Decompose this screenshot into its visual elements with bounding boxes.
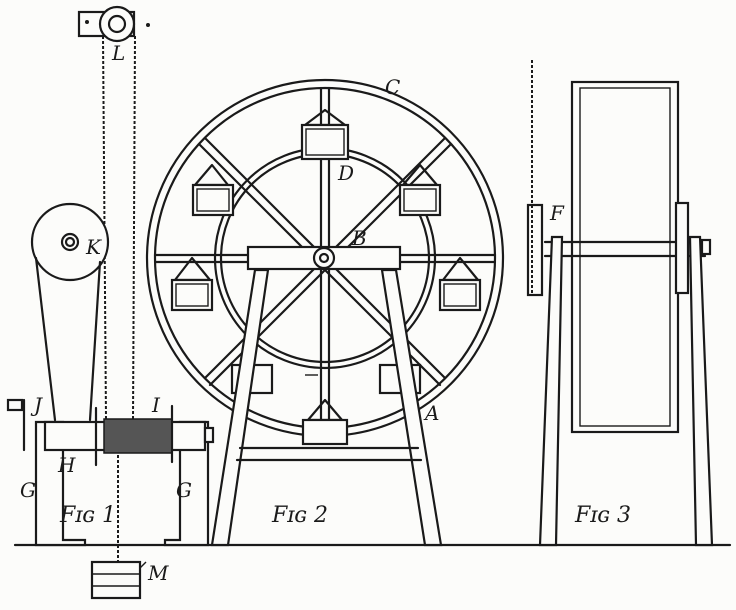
label-G-right: G bbox=[176, 478, 192, 502]
label-M: M bbox=[147, 561, 169, 585]
fig1-winch bbox=[6, 5, 215, 600]
label-C: C bbox=[385, 75, 400, 99]
fig2-stand bbox=[210, 245, 443, 547]
label-J: J bbox=[30, 393, 43, 417]
fig1-caption: Fɪɢ 1 bbox=[59, 503, 116, 528]
label-L: L bbox=[111, 41, 125, 65]
label-B: B bbox=[351, 226, 367, 250]
label-D: D bbox=[337, 161, 354, 185]
fig3-caption: Fɪɢ 3 bbox=[574, 503, 631, 528]
label-H: H bbox=[57, 453, 76, 477]
fig2-cars bbox=[170, 108, 482, 446]
label-K: K bbox=[85, 235, 102, 259]
fig2-caption: Fɪɢ 2 bbox=[271, 503, 328, 528]
fig3-side-view bbox=[526, 60, 714, 547]
label-G-left: G bbox=[20, 478, 36, 502]
label-A: A bbox=[423, 401, 439, 425]
label-F: F bbox=[549, 201, 565, 225]
label-I: I bbox=[151, 393, 161, 417]
